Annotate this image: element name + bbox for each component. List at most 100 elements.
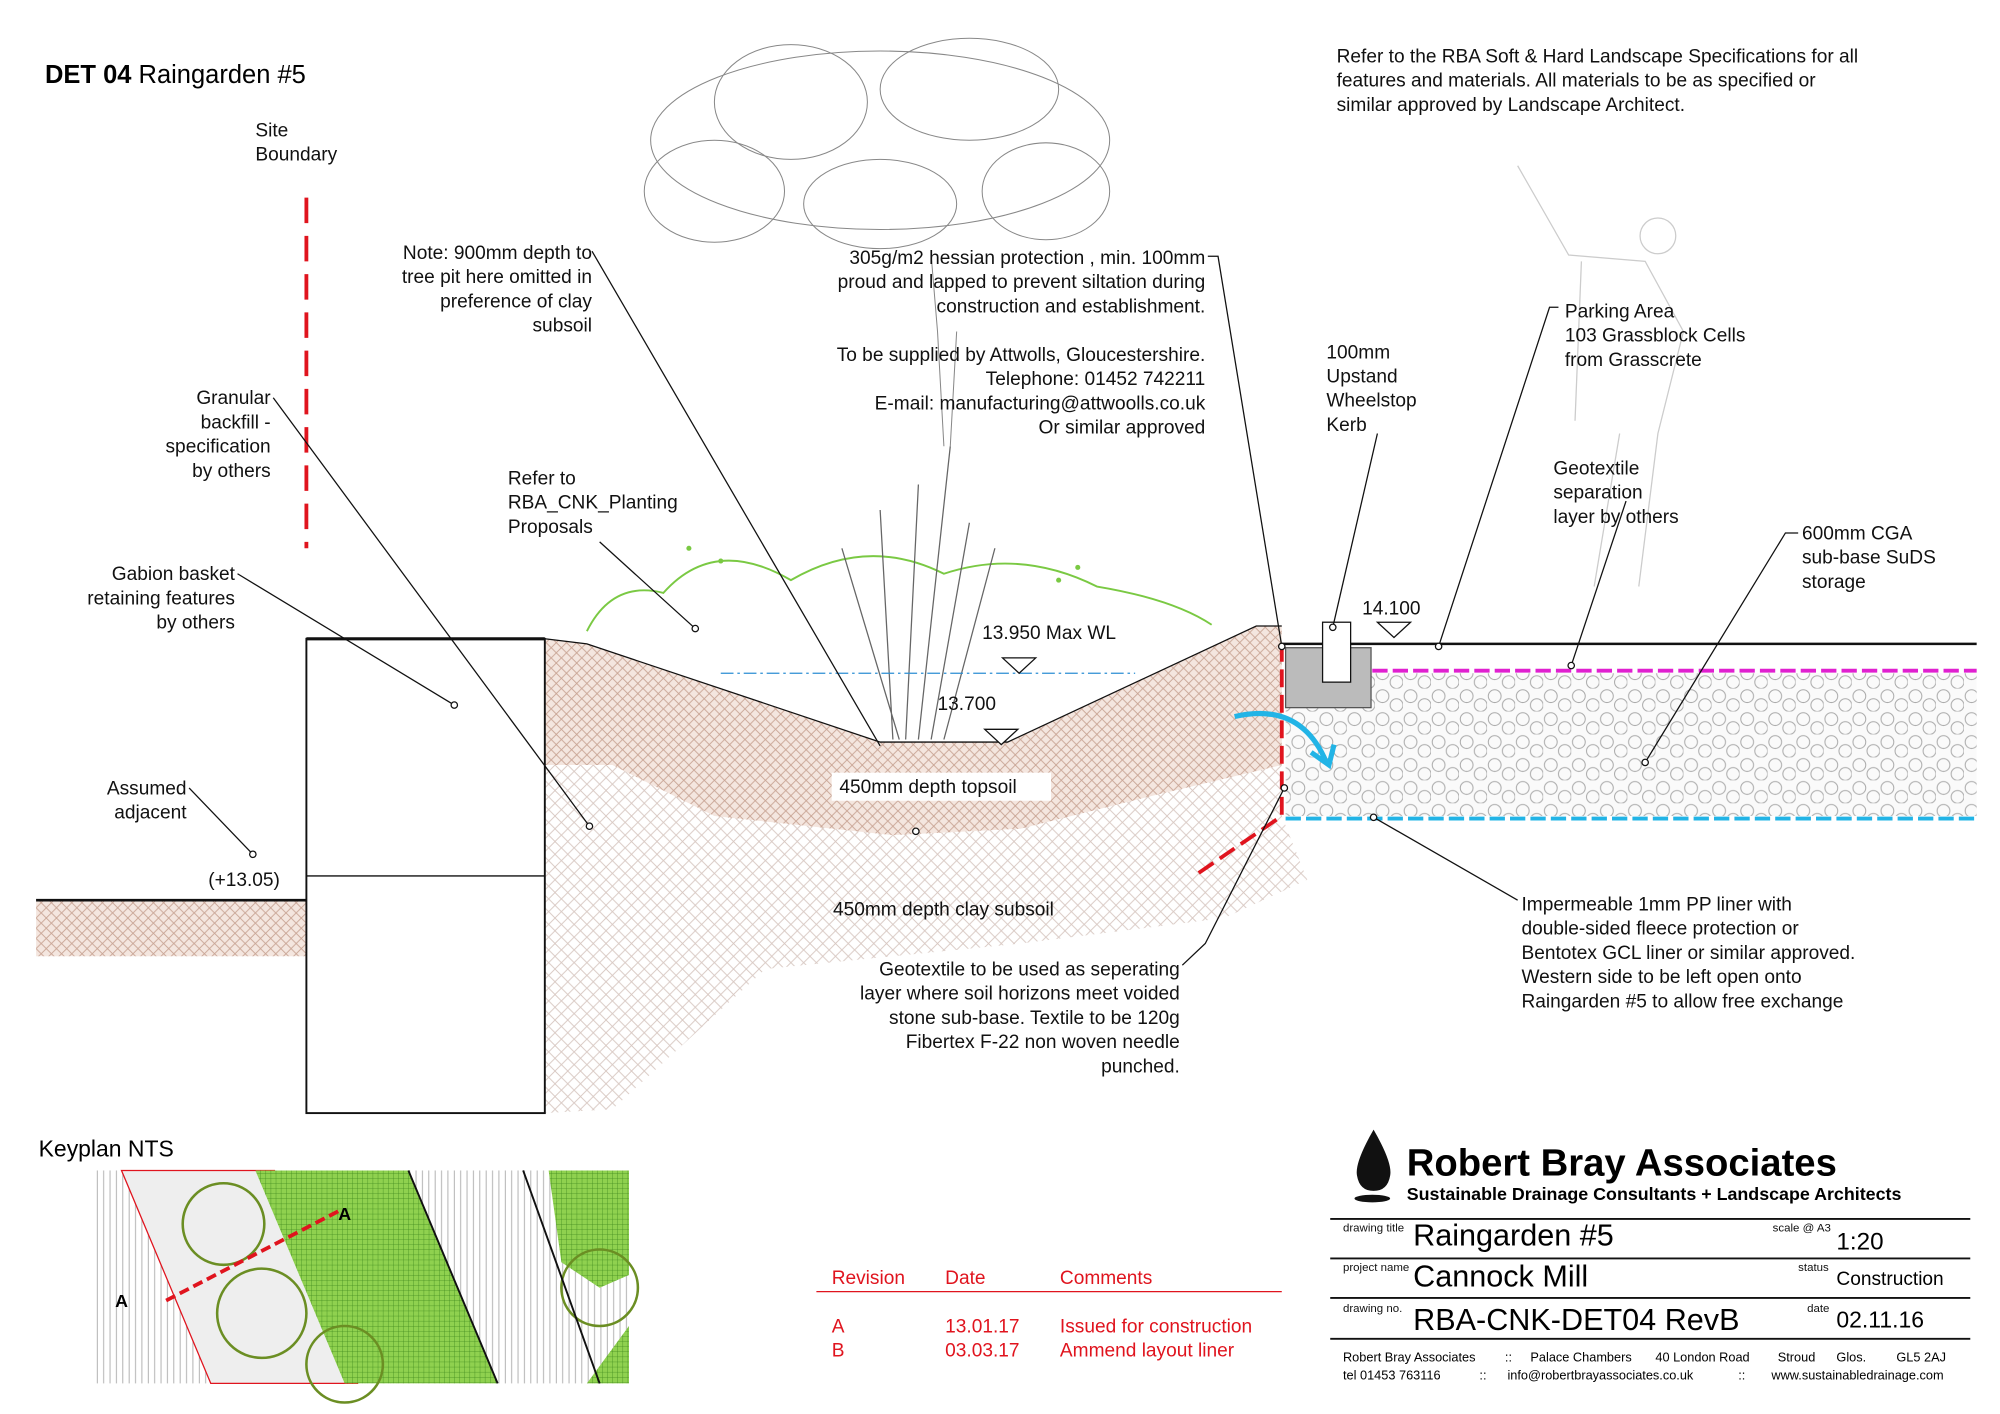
table-row: B 03.03.17 Ammend layout liner xyxy=(832,1341,1235,1362)
company-logo-icon xyxy=(1354,1129,1391,1203)
assumed-label: adjacent xyxy=(114,803,187,824)
tree-pit-note: tree pit here omitted in xyxy=(402,267,592,288)
geotextile-use-label: punched. xyxy=(1101,1056,1180,1077)
date-value: 02.11.16 xyxy=(1836,1306,1924,1332)
revision-table: Revision Date Comments A 13.01.17 Issued… xyxy=(816,1268,1282,1362)
geotextile-use-label: layer where soil horizons meet voided xyxy=(860,984,1180,1005)
address-part: :: xyxy=(1505,1350,1512,1365)
planting-label: RBA_CNK_Planting xyxy=(508,493,678,514)
granular-label: backfill - xyxy=(201,412,271,433)
contact-part: info@robertbrayassociates.co.uk xyxy=(1507,1368,1693,1383)
hessian-label: proud and lapped to prevent siltation du… xyxy=(838,272,1206,293)
supplier-label: Or similar approved xyxy=(1039,418,1206,439)
revision-date: 03.03.17 xyxy=(945,1341,1019,1362)
granular-label: Granular xyxy=(196,388,271,409)
section-marker: A xyxy=(115,1291,128,1311)
address-part: 40 London Road xyxy=(1655,1350,1749,1365)
contact-part: :: xyxy=(1479,1368,1486,1383)
contact-part: www.sustainabledrainage.com xyxy=(1770,1368,1943,1383)
section-marker: A xyxy=(338,1204,351,1224)
note-line: similar approved by Landscape Architect. xyxy=(1337,95,1685,116)
scale-value: 1:20 xyxy=(1836,1229,1883,1256)
adjacent-ground xyxy=(36,900,307,957)
tree-pit-note: preference of clay xyxy=(440,291,592,312)
contact-part: :: xyxy=(1738,1368,1745,1383)
field-label: status xyxy=(1798,1262,1829,1274)
granular-label: specification xyxy=(166,437,271,458)
keyplan-map: A A xyxy=(96,1169,640,1404)
field-label: scale @ A3 xyxy=(1773,1223,1831,1235)
supplier-label: E-mail: manufacturing@attwoolls.co.uk xyxy=(875,393,1206,414)
liner-label: Impermeable 1mm PP liner with xyxy=(1521,894,1791,915)
liner-boundary-line xyxy=(1191,643,1284,879)
geotextile-sep-label: layer by others xyxy=(1553,507,1678,528)
parking-label: from Grasscrete xyxy=(1565,350,1702,371)
person-sketch xyxy=(1517,165,1685,587)
company-name: Robert Bray Associates xyxy=(1407,1142,1837,1185)
leader-lines xyxy=(188,250,1799,966)
assumed-level: (+13.05) xyxy=(208,870,280,891)
tree-pit-note: subsoil xyxy=(533,316,592,337)
detail-title: DET 04 Raingarden #5 xyxy=(45,61,306,89)
contact-part: tel 01453 763116 xyxy=(1343,1368,1441,1383)
geotextile-sep-label: separation xyxy=(1553,483,1642,504)
geotextile-use-label: Geotextile to be used as seperating xyxy=(879,959,1180,980)
supplier-label: Telephone: 01452 742211 xyxy=(986,369,1206,390)
revision-header: Comments xyxy=(1060,1268,1152,1289)
tree-sketch xyxy=(643,37,1111,447)
kerb-label: Upstand xyxy=(1326,367,1397,388)
kerb-label: Wheelstop xyxy=(1326,391,1416,412)
note-line: features and materials. All materials to… xyxy=(1337,71,1817,92)
planting-label: Proposals xyxy=(508,517,593,538)
revision-comment: Ammend layout liner xyxy=(1060,1341,1235,1362)
address-part: Robert Bray Associates xyxy=(1343,1350,1476,1365)
assumed-label: Assumed xyxy=(107,778,187,799)
tree-pit-note: Note: 900mm depth to xyxy=(403,243,592,264)
liner-label: Raingarden #5 to allow free exchange xyxy=(1521,991,1843,1012)
kerb-label: 100mm xyxy=(1326,342,1390,363)
cga-label: storage xyxy=(1802,572,1866,593)
company-tagline: Sustainable Drainage Consultants + Lands… xyxy=(1407,1184,1902,1204)
field-label: drawing title xyxy=(1343,1223,1404,1235)
level-marker-icon xyxy=(1000,657,1038,675)
gabion-label: retaining features xyxy=(87,588,235,609)
address-part: Stroud xyxy=(1778,1350,1816,1365)
revision-id: B xyxy=(832,1341,845,1362)
cga-label: sub-base SuDS xyxy=(1802,548,1936,569)
field-label: project name xyxy=(1343,1262,1409,1274)
level-marker-icon xyxy=(983,728,1020,746)
revision-header: Date xyxy=(945,1268,985,1289)
planting xyxy=(586,446,1213,740)
wheelstop-kerb xyxy=(1321,621,1352,683)
table-row: A 13.01.17 Issued for construction xyxy=(832,1316,1252,1337)
liner-label: Bentotex GCL liner or similar approved. xyxy=(1521,943,1855,964)
site-boundary-label: Site xyxy=(255,120,288,141)
hessian-label: 305g/m2 hessian protection , min. 100mm xyxy=(849,248,1205,269)
detail-code: DET 04 xyxy=(45,61,132,89)
planting-label: Refer to xyxy=(508,469,576,490)
drawing-title: Raingarden #5 xyxy=(1413,1219,1614,1253)
keyplan-title: Keyplan NTS xyxy=(39,1135,174,1161)
clay-label: 450mm depth clay subsoil xyxy=(833,899,1054,920)
project-name: Cannock Mill xyxy=(1413,1259,1588,1293)
level-marker-icon xyxy=(1375,621,1413,639)
hessian-label: construction and establishment. xyxy=(937,296,1206,317)
flow-arrow-icon xyxy=(1234,711,1337,770)
title-block: Robert Bray Associates Sustainable Drain… xyxy=(1330,1129,1971,1383)
field-label: date xyxy=(1807,1303,1829,1315)
drawing-number: RBA-CNK-DET04 RevB xyxy=(1413,1303,1739,1337)
address-part: Palace Chambers xyxy=(1530,1350,1631,1365)
revision-id: A xyxy=(832,1316,845,1337)
parking-label: Parking Area xyxy=(1565,301,1675,322)
address-part: Glos. xyxy=(1836,1350,1866,1365)
address-part: GL5 2AJ xyxy=(1896,1350,1946,1365)
field-label: drawing no. xyxy=(1343,1303,1402,1315)
annotations: Site Boundary Note: 900mm depth to tree … xyxy=(87,120,1936,1077)
general-note: Refer to the RBA Soft & Hard Landscape S… xyxy=(1337,46,1859,115)
supplier-label: To be supplied by Attwolls, Gloucestersh… xyxy=(837,345,1206,366)
revision-date: 13.01.17 xyxy=(945,1316,1019,1337)
geotextile-sep-label: Geotextile xyxy=(1553,458,1639,479)
geotextile-use-label: stone sub-base. Textile to be 120g xyxy=(889,1008,1180,1029)
ground-profile xyxy=(544,625,1282,743)
